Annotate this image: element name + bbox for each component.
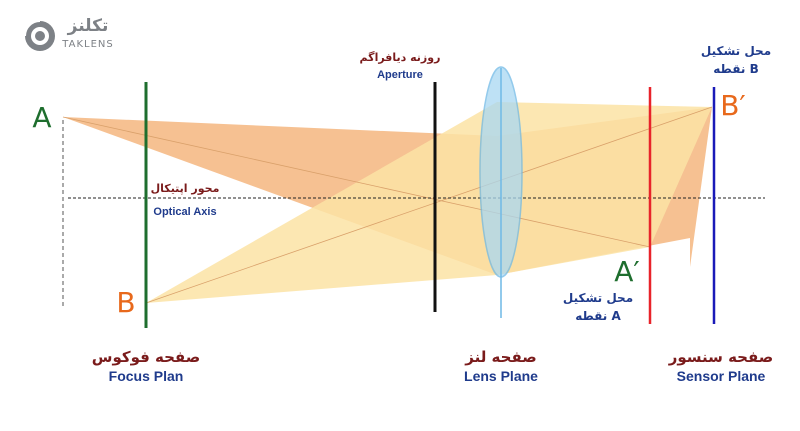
focus-plane-label-en: Focus Plan xyxy=(109,368,184,384)
optical-axis-label-fa: محور اپتیکال xyxy=(151,182,220,195)
focus-plane-label-fa: صفحه فوکوس xyxy=(92,348,200,366)
lens-plane-label-fa: صفحه لنز xyxy=(464,348,537,366)
a-formation-label-line1: محل تشکیل xyxy=(563,291,633,305)
taklens-logo: تکلنز TAKLENS xyxy=(24,16,113,51)
aperture-label-en: Aperture xyxy=(377,69,423,81)
b-formation-label-line2: نقطه B xyxy=(713,62,758,76)
sensor-plane-label-fa: صفحه سنسور xyxy=(668,348,774,366)
logo-name-en: TAKLENS xyxy=(61,39,113,50)
sensor-plane-label-en: Sensor Plane xyxy=(677,368,766,384)
aperture-label-fa: روزنه دیافراگم xyxy=(360,51,441,64)
optical-axis-label-en: Optical Axis xyxy=(153,206,216,218)
ray-edges xyxy=(62,106,713,304)
point-a-label: A xyxy=(32,101,51,134)
image-b-label: B′ xyxy=(720,89,746,122)
lens-plane-label-en: Lens Plane xyxy=(464,368,538,384)
image-a-label: A′ xyxy=(614,255,640,288)
logo-name-fa: تکلنز xyxy=(67,16,109,36)
point-b-label: B xyxy=(116,286,135,319)
b-formation-label-line1: محل تشکیل xyxy=(701,44,771,58)
ray-bundle-b xyxy=(146,102,712,303)
a-formation-label-line2: نقطه A xyxy=(575,309,621,323)
